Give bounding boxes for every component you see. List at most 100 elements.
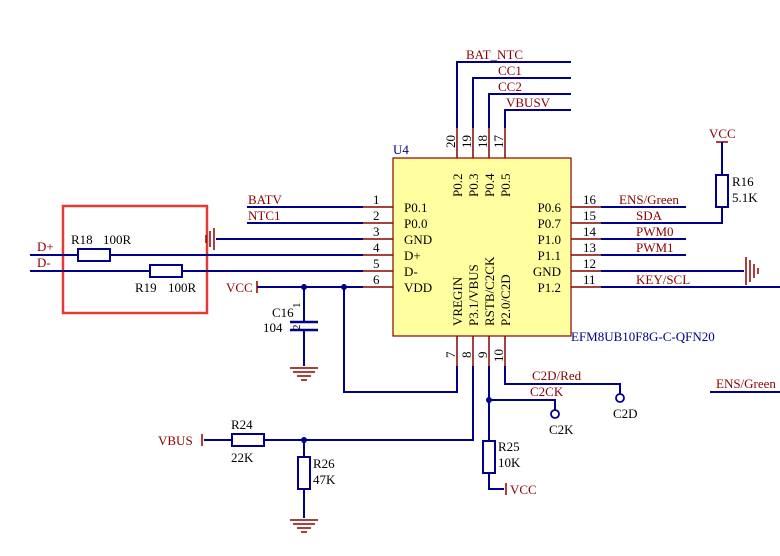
port-c2d: C2D <box>613 406 638 421</box>
pin-name: P0.5 <box>498 174 513 197</box>
pin-number: 14 <box>583 224 597 239</box>
pin-name: P1.1 <box>538 248 561 263</box>
ref-r16: R16 <box>732 174 754 189</box>
pin-name: RSTB/C2CK <box>482 256 497 326</box>
net-label-vcc: VCC <box>226 280 253 295</box>
pin-number: 13 <box>583 240 596 255</box>
pin-number: 5 <box>373 256 380 271</box>
pin-name: GND <box>533 264 561 279</box>
ref-r25: R25 <box>498 439 520 454</box>
pin-number: 6 <box>373 272 380 287</box>
pin-number: 1 <box>373 192 380 207</box>
ic-right-pins: 16 15 14 13 12 11 P0.6 P0.7 P1.0 P1.1 GN… <box>533 192 601 295</box>
ground-symbol <box>745 257 759 285</box>
left-nets: BATV NTC1 D+ D- VCC <box>30 192 363 295</box>
resistor-r24: R24 22K <box>231 417 265 465</box>
port-c2k: C2K <box>549 422 574 437</box>
pin-number: 11 <box>583 272 596 287</box>
top-nets: BAT_NTC CC1 CC2 VBUSV <box>456 47 571 128</box>
ref-r26: R26 <box>313 456 335 471</box>
ic-left-pins: 1 2 3 4 5 6 P0.1 P0.0 GND D+ D- VDD <box>363 192 432 295</box>
ref-r19: R19 <box>135 280 157 295</box>
pin-number: 8 <box>459 352 474 359</box>
pin-number: 7 <box>443 351 458 358</box>
net-label: PWM1 <box>636 240 674 255</box>
value-c16: 104 <box>263 320 283 335</box>
resistor-r25: R25 10K <box>482 439 521 474</box>
net-label-ens-green-far: ENS/Green <box>716 376 776 391</box>
pin-number: 4 <box>373 240 380 255</box>
value-r16: 5.1K <box>732 190 758 205</box>
pin-name: P3.1/VBUS <box>466 264 481 326</box>
ground-symbol <box>290 519 318 533</box>
net-label-c2ck: C2CK <box>530 384 564 399</box>
pin-number: 16 <box>583 192 597 207</box>
pin-number: 12 <box>583 256 596 271</box>
pin-name: P1.2 <box>538 280 561 295</box>
net-label: KEY/SCL <box>636 272 690 287</box>
pin-name: VREGIN <box>450 276 465 326</box>
pin-number: 17 <box>491 135 506 149</box>
pin-number: 2 <box>373 208 380 223</box>
right-nets: ENS/Green SDA PWM0 PWM1 KEY/SCL <box>601 192 780 288</box>
pin-name: D- <box>404 264 418 279</box>
net-label-vbus: VBUS <box>158 433 193 448</box>
net-label: BAT_NTC <box>466 47 523 62</box>
c2d-wire <box>504 366 621 394</box>
vbus-wire <box>264 366 474 441</box>
ref-r18: R18 <box>71 232 93 247</box>
value-r26: 47K <box>313 472 336 487</box>
value-r24: 22K <box>231 450 254 465</box>
pin-name: VDD <box>404 280 432 295</box>
net-label: VBUSV <box>506 95 551 110</box>
pin-number: 2 <box>291 325 303 331</box>
resistor-r19: R19 100R <box>135 264 197 295</box>
ic-part-number: EFM8UB10F8G-C-QFN20 <box>571 329 715 344</box>
pin-number: 1 <box>291 303 303 309</box>
ic-top-pins: 20 19 18 17 P0.2 P0.3 P0.4 P0.5 <box>443 128 513 197</box>
pin-number: 18 <box>475 135 490 148</box>
pin-name: GND <box>404 232 432 247</box>
net-label: CC1 <box>498 63 522 78</box>
net-label: NTC1 <box>248 208 281 223</box>
value-r25: 10K <box>498 455 521 470</box>
resistor-r26: R26 47K <box>297 456 336 490</box>
ground-symbol <box>205 228 215 250</box>
c2ck-wire <box>488 366 556 410</box>
pin-name: P0.1 <box>404 200 427 215</box>
pin-name: P0.7 <box>538 216 562 231</box>
pin-name: P0.0 <box>404 216 427 231</box>
ic-designator: U4 <box>393 142 409 157</box>
pin-number: 20 <box>443 135 458 148</box>
pin-number: 3 <box>373 224 380 239</box>
pin-number: 10 <box>491 349 506 362</box>
pin-name: P0.2 <box>450 174 465 197</box>
pin-number: 15 <box>583 208 596 223</box>
net-label: PWM0 <box>636 224 674 239</box>
pin-name: P0.3 <box>466 174 481 197</box>
net-label-dminus: D- <box>37 255 51 270</box>
pin-name: P0.4 <box>482 173 497 197</box>
value-r19: 100R <box>168 280 197 295</box>
net-label: CC2 <box>498 79 522 94</box>
ref-r24: R24 <box>231 417 253 432</box>
net-label: BATV <box>248 192 283 207</box>
net-label-vcc-r16: VCC <box>709 126 736 141</box>
highlight-box <box>61 204 209 315</box>
ic-body <box>392 157 572 337</box>
ref-c16: C16 <box>272 305 294 320</box>
resistor-r16: VCC R16 5.1K <box>709 126 758 208</box>
ic-bottom-pins: 7 8 9 10 VREGIN P3.1/VBUS RSTB/C2CK P2.0… <box>443 256 513 366</box>
net-label-dplus: D+ <box>37 239 54 254</box>
ground-symbol <box>290 367 318 381</box>
pin-number: 19 <box>459 135 474 148</box>
net-label: ENS/Green <box>619 192 679 207</box>
pin-name: P0.6 <box>538 200 562 215</box>
net-label: SDA <box>636 208 663 223</box>
value-r18: 100R <box>103 232 132 247</box>
net-label-vcc-r25: VCC <box>510 482 537 497</box>
resistor-r18: R18 100R <box>71 232 132 262</box>
pin-name: P1.0 <box>538 232 561 247</box>
